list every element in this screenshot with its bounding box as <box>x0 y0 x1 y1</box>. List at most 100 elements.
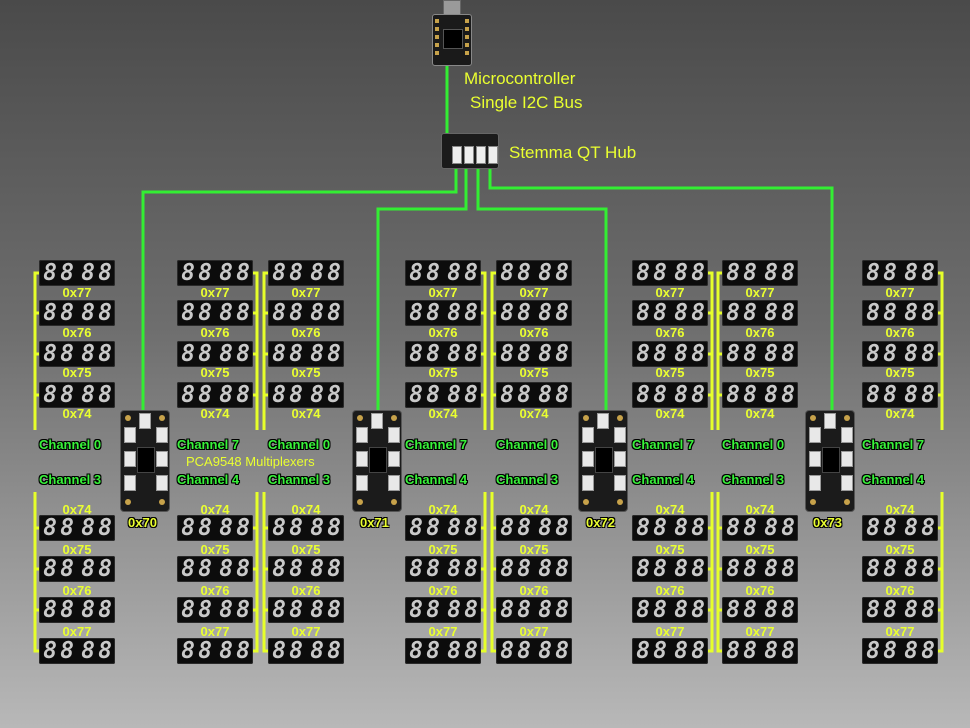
display-address-label: 0x75 <box>745 542 775 557</box>
display-bracket <box>706 608 714 653</box>
multiplexer-address-label: 0x72 <box>586 515 615 530</box>
display-digit: 8 <box>726 515 740 541</box>
display-digit: 8 <box>447 597 461 623</box>
hub-port-1 <box>452 146 462 164</box>
display-bracket <box>716 352 724 397</box>
channel-label: Channel 0 <box>268 437 331 452</box>
display-digit: 8 <box>181 515 195 541</box>
hub-port-4 <box>488 146 498 164</box>
display-digit: 8 <box>538 556 552 582</box>
display-digit: 8 <box>327 382 341 408</box>
stemma-port <box>371 413 383 429</box>
display-address-label: 0x76 <box>200 325 230 340</box>
display-digit: 8 <box>555 300 569 326</box>
display-digit: 8 <box>691 515 705 541</box>
display-address-label: 0x77 <box>62 624 92 639</box>
display-address-label: 0x74 <box>428 406 458 421</box>
display-digit: 8 <box>310 515 324 541</box>
display-address-label: 0x75 <box>200 365 230 380</box>
display-address-label: 0x76 <box>885 325 915 340</box>
display-digit: 8 <box>219 260 233 286</box>
channel-label: Channel 4 <box>632 472 695 487</box>
mounting-hole <box>357 415 363 421</box>
display-digit: 8 <box>198 382 212 408</box>
display-digit: 8 <box>781 382 795 408</box>
stemma-port <box>809 451 821 467</box>
display-digit: 8 <box>636 515 650 541</box>
stemma-port <box>614 427 626 443</box>
display-address-label: 0x74 <box>885 406 915 421</box>
display-digit: 8 <box>447 260 461 286</box>
display-digit: 8 <box>409 597 423 623</box>
stemma-port <box>356 451 368 467</box>
display-address-label: 0x77 <box>519 624 549 639</box>
display-digit: 8 <box>98 597 112 623</box>
display-digit: 8 <box>904 341 918 367</box>
display-digit: 8 <box>236 556 250 582</box>
display-digit: 8 <box>289 260 303 286</box>
channel-label: Channel 0 <box>496 437 559 452</box>
display-digit: 8 <box>743 515 757 541</box>
display-address-label: 0x76 <box>519 583 549 598</box>
display-digit: 8 <box>781 300 795 326</box>
display-digit: 8 <box>272 300 286 326</box>
display-digit: 8 <box>743 300 757 326</box>
display-digit: 8 <box>327 556 341 582</box>
display-digit: 8 <box>289 638 303 664</box>
display-digit: 8 <box>866 638 880 664</box>
display-digit: 8 <box>464 515 478 541</box>
display-address-label: 0x74 <box>62 406 92 421</box>
display-bracket <box>262 608 270 653</box>
display-digit: 8 <box>743 341 757 367</box>
pca9548-multiplexer-board <box>805 410 855 512</box>
display-digit: 8 <box>81 300 95 326</box>
display-digit: 8 <box>743 638 757 664</box>
stemma-port <box>809 427 821 443</box>
display-digit: 8 <box>904 556 918 582</box>
display-digit: 8 <box>500 556 514 582</box>
display-digit: 8 <box>555 341 569 367</box>
hub-port-3 <box>476 146 486 164</box>
display-digit: 8 <box>219 300 233 326</box>
mounting-hole <box>844 415 850 421</box>
display-digit: 8 <box>636 597 650 623</box>
display-address-label: 0x74 <box>885 502 915 517</box>
display-digit: 8 <box>764 515 778 541</box>
display-digit: 8 <box>726 300 740 326</box>
display-digit: 8 <box>272 515 286 541</box>
display-digit: 8 <box>219 382 233 408</box>
display-digit: 8 <box>409 556 423 582</box>
channel-label: Channel 3 <box>496 472 559 487</box>
display-address-label: 0x76 <box>655 325 685 340</box>
pca9548-multiplexer-board <box>120 410 170 512</box>
stemma-qt-hub-board <box>441 133 499 169</box>
display-digit: 8 <box>538 382 552 408</box>
display-digit: 8 <box>500 638 514 664</box>
display-digit: 8 <box>289 515 303 541</box>
display-address-label: 0x75 <box>62 365 92 380</box>
display-digit: 8 <box>883 341 897 367</box>
display-digit: 8 <box>674 300 688 326</box>
display-digit: 8 <box>674 597 688 623</box>
display-digit: 8 <box>327 341 341 367</box>
display-address-label: 0x74 <box>62 502 92 517</box>
display-digit: 8 <box>464 556 478 582</box>
display-digit: 8 <box>43 597 57 623</box>
display-digit: 8 <box>289 597 303 623</box>
display-address-label: 0x75 <box>655 542 685 557</box>
stemma-port <box>809 475 821 491</box>
display-digit: 8 <box>60 556 74 582</box>
display-address-label: 0x77 <box>655 624 685 639</box>
display-digit: 8 <box>653 300 667 326</box>
